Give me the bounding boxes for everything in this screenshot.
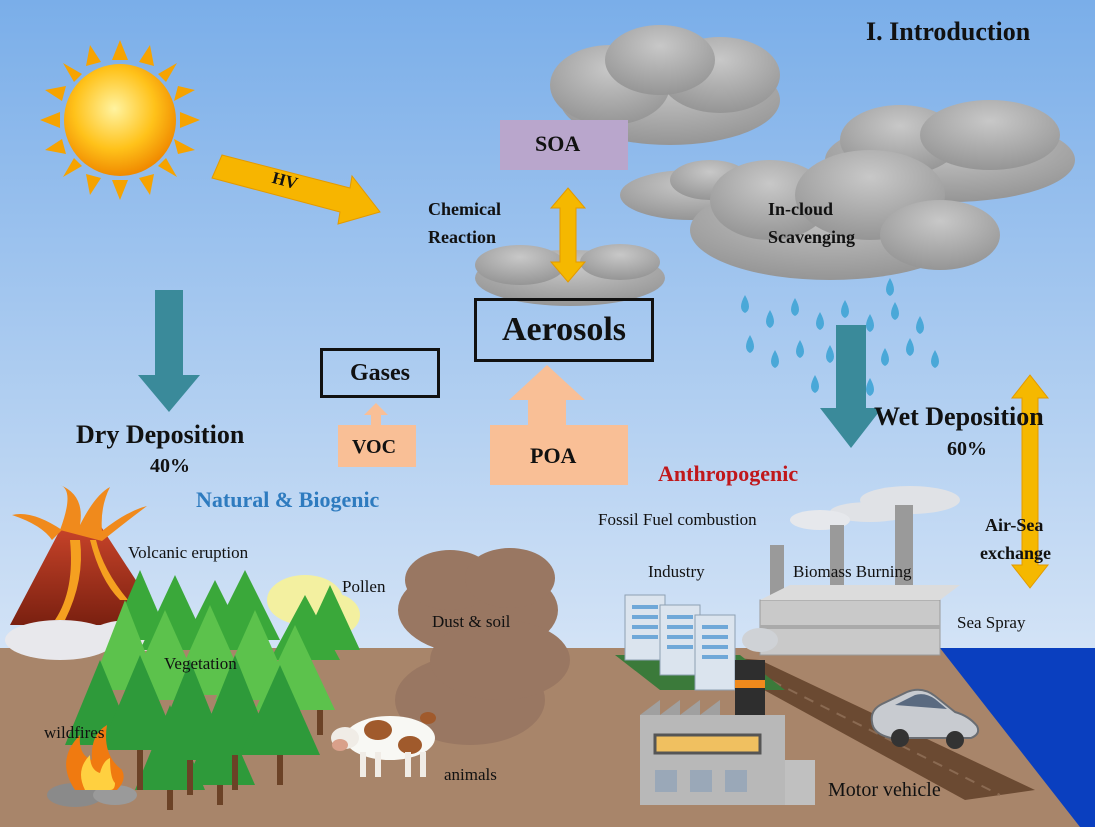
poa-box (490, 425, 628, 485)
page-title: I. Introduction (866, 17, 1031, 46)
animals-label: animals (444, 765, 497, 784)
vegetation-label: Vegetation (164, 654, 237, 673)
anthropogenic-label: Anthropogenic (658, 461, 799, 486)
cow-icon (331, 712, 436, 777)
wildfire-icon (47, 725, 137, 807)
aerosols-box: Aerosols (474, 298, 654, 362)
forest (65, 570, 360, 810)
soa-label: SOA (535, 131, 581, 156)
motor-vehicle-label: Motor vehicle (828, 779, 941, 801)
air-sea-label-line2: exchange (980, 543, 1051, 563)
soa-box (500, 120, 628, 170)
wet-deposition-percent: 60% (947, 438, 987, 460)
dust-soil-label: Dust & soil (432, 612, 511, 631)
road (700, 655, 1035, 800)
wildfires-label: wildfires (44, 723, 105, 742)
dry-deposition-percent: 40% (150, 455, 190, 477)
rain-drops (741, 278, 939, 396)
sun-icon (40, 40, 200, 200)
voc-box (338, 425, 416, 467)
chemical-reaction-label-line2: Reaction (428, 227, 496, 247)
fossil-fuel-label: Fossil Fuel combustion (598, 510, 757, 529)
wet-deposition-arrow (820, 325, 882, 448)
poa-arrow (509, 365, 585, 428)
in-cloud-label-line2: Scavenging (768, 227, 856, 247)
chemical-reaction-label-line1: Chemical (428, 199, 501, 219)
poa-label: POA (530, 443, 577, 468)
chemical-reaction-arrow (549, 187, 587, 283)
dry-deposition-label: Dry Deposition (76, 420, 245, 449)
volcanic-eruption-label: Volcanic eruption (128, 543, 249, 562)
factory (640, 628, 815, 805)
in-cloud-label-line1: In-cloud (768, 199, 834, 219)
sea (940, 648, 1095, 827)
gases-box: Gases (320, 348, 440, 398)
natural-biogenic-label: Natural & Biogenic (196, 487, 380, 512)
air-sea-label-line1: Air-Sea (985, 515, 1044, 535)
voc-arrow (364, 403, 388, 428)
dry-deposition-arrow (138, 290, 200, 412)
industry-label: Industry (648, 562, 705, 581)
air-sea-arrow (1010, 374, 1050, 589)
cloud-incloud (690, 150, 1000, 280)
biomass-burning-label: Biomass Burning (793, 562, 912, 581)
voc-label: VOC (352, 436, 397, 458)
car-icon (870, 688, 980, 749)
power-plant (759, 486, 960, 656)
pollen-label: Pollen (342, 577, 386, 596)
sea-spray-label: Sea Spray (957, 613, 1026, 632)
hv-arrow (211, 154, 381, 225)
wet-deposition-label: Wet Deposition (874, 402, 1044, 431)
